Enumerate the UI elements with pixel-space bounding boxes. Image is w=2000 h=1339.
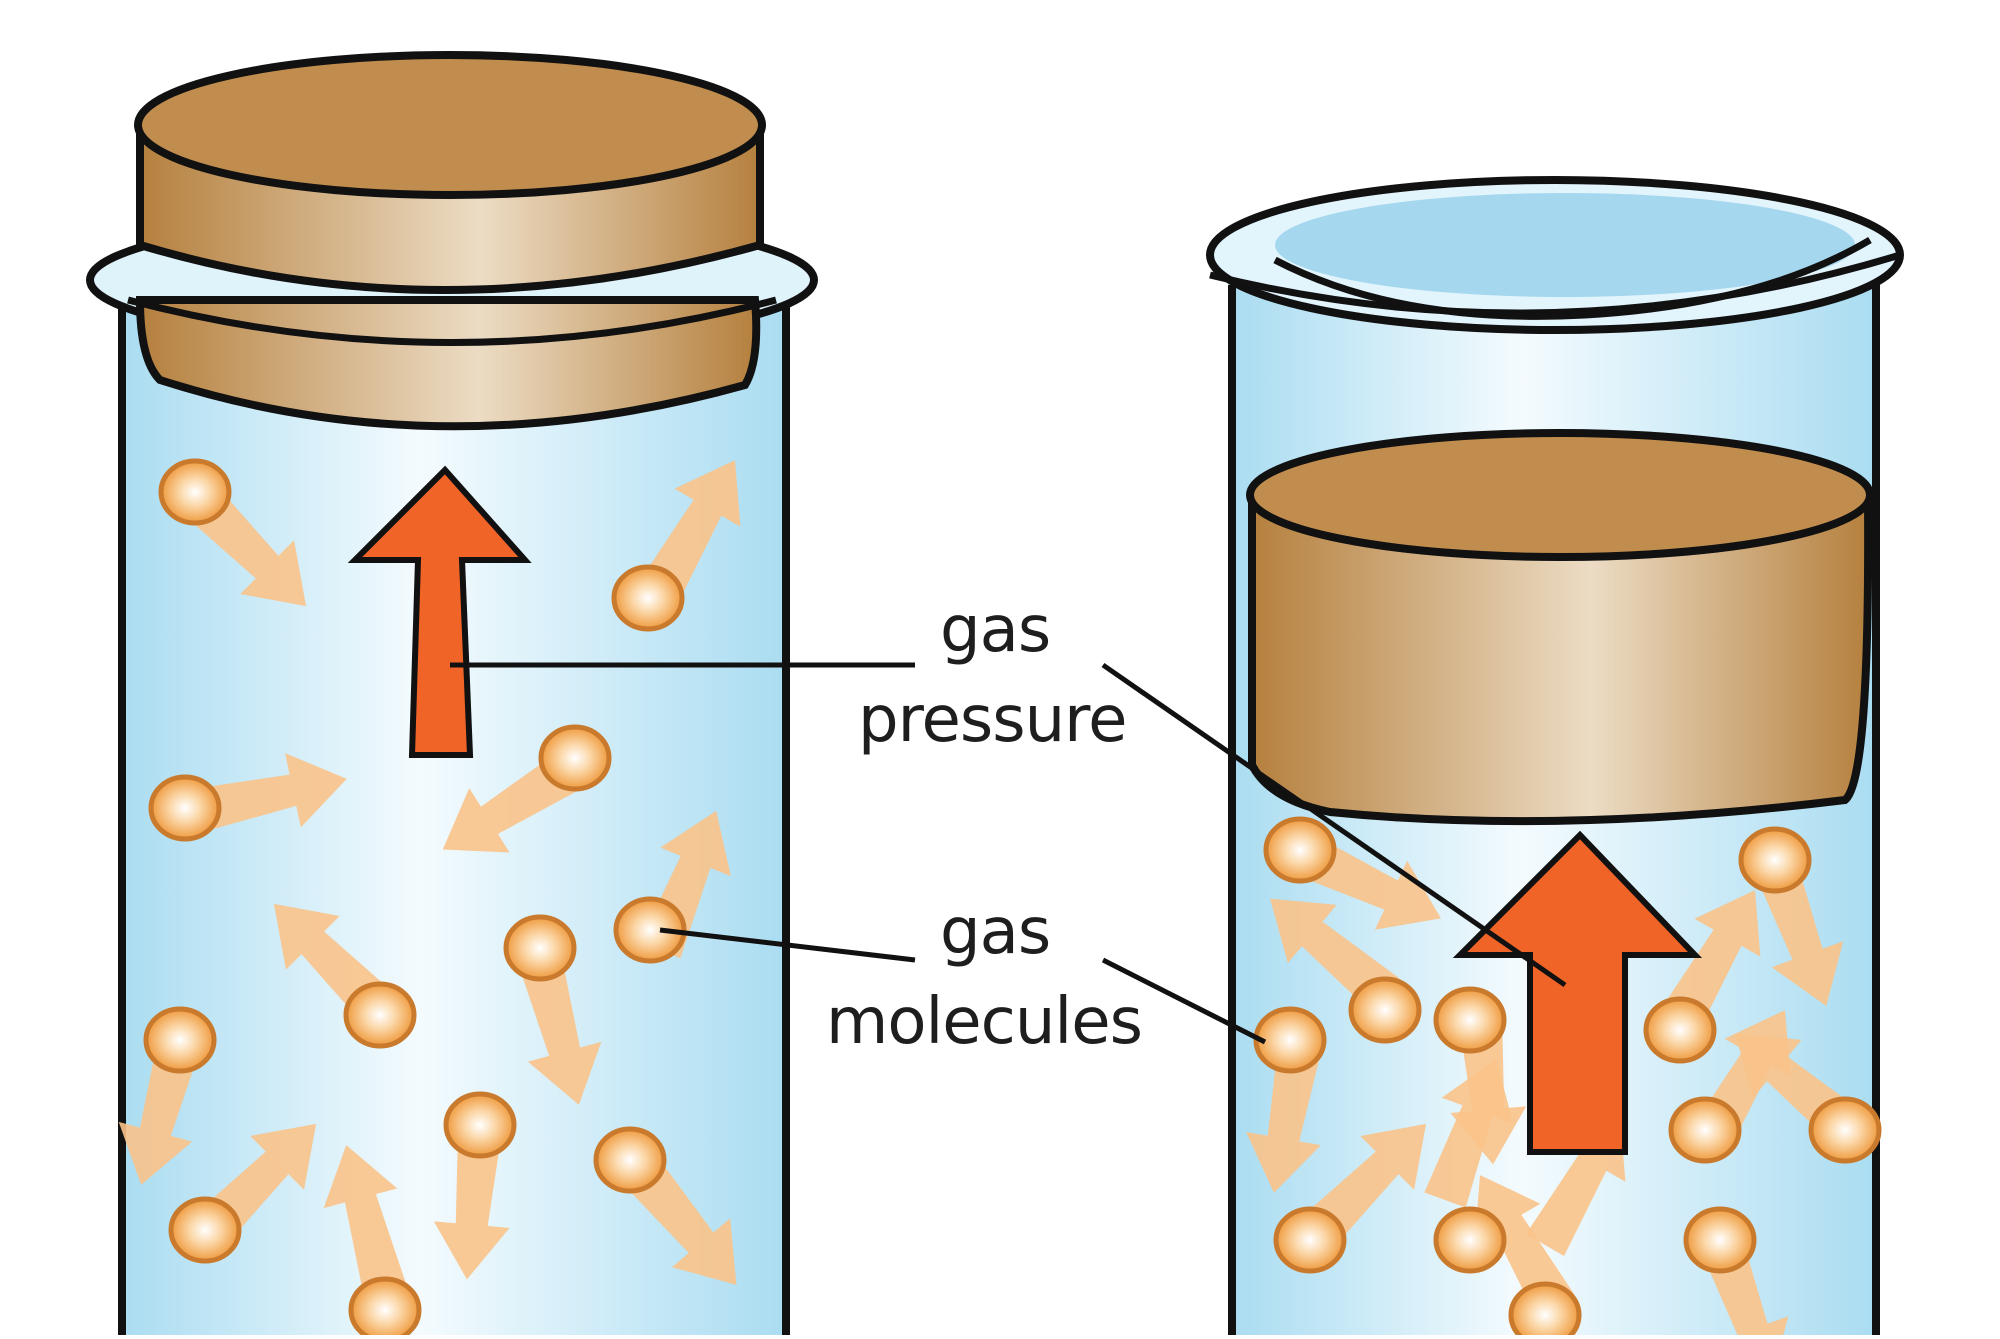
leader-lines [450,662,1567,1045]
left-jar [86,51,818,1335]
right-jar [1206,176,1904,1339]
gas-molecules-leader-right [1101,957,1267,1045]
right-pressure-arrow [1452,830,1703,1155]
gas-pressure-label-line1: gas [940,593,1051,667]
gas-molecules-leader-left [659,927,916,963]
gas-pressure-label-line2: pressure [858,683,1127,757]
gas-molecules-label-line1: gas [940,895,1051,969]
gas-molecules-label-line2: molecules [826,985,1143,1059]
left-pressure-arrow [347,465,532,758]
gas-pressure-leader-right [1101,662,1567,988]
